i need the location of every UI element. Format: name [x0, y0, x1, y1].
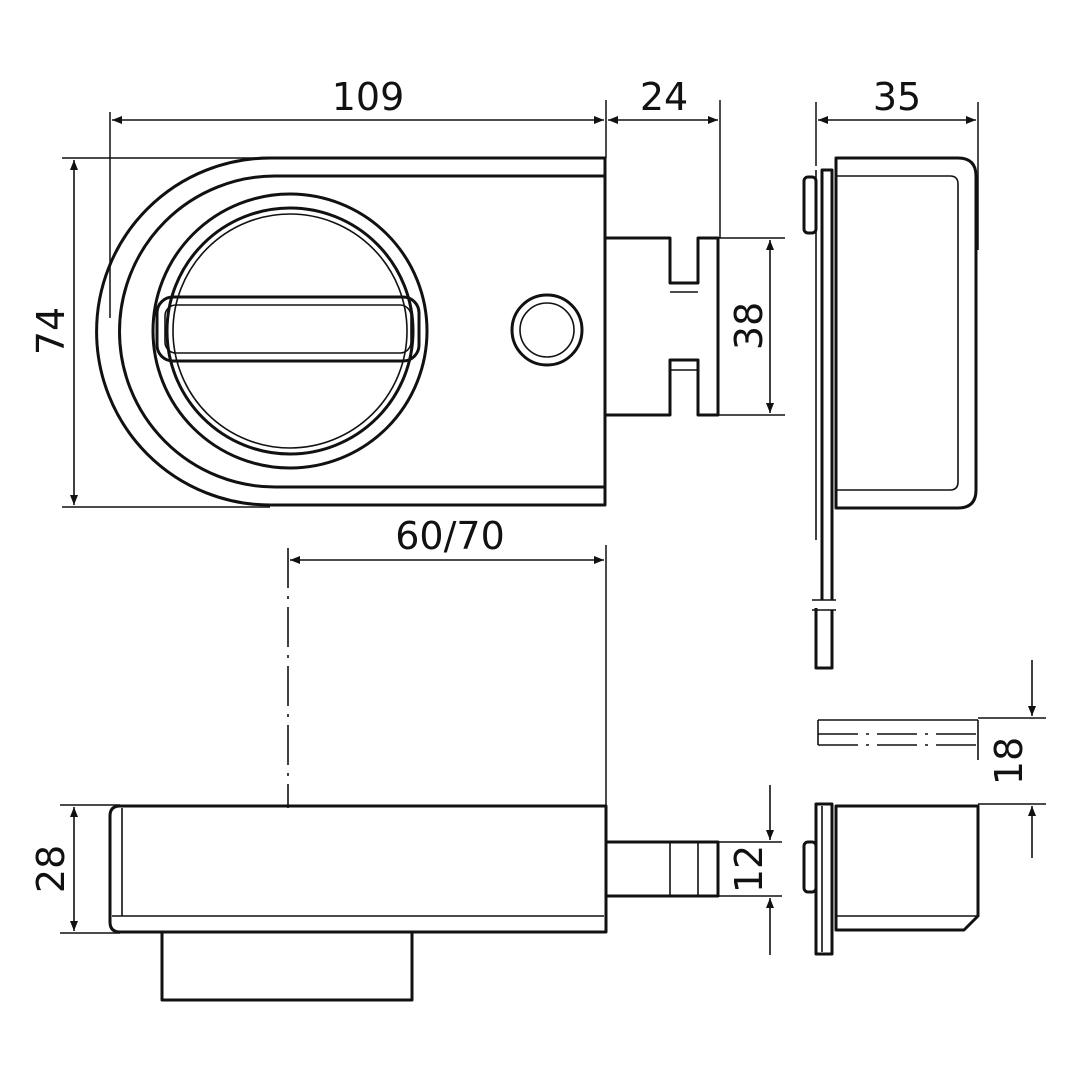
dimension-label-74: 74: [29, 307, 73, 355]
bolt-top-slot: [669, 842, 699, 896]
dimension-label-38: 38: [727, 302, 771, 350]
keeper-box-top: [834, 804, 980, 932]
dimension-label-35: 35: [873, 75, 921, 119]
lock-body-outline: [95, 156, 607, 507]
dimension-keeper-offset: 18: [978, 660, 1046, 858]
mounting-plate-lower: [814, 608, 834, 670]
dimension-height: 74: [29, 157, 270, 508]
keeper-housing-inner: [836, 175, 959, 491]
thumb-turn-handle-inner: [164, 304, 412, 354]
dimension-bolt-height: 38: [718, 237, 785, 416]
dimension-width: 109: [109, 75, 607, 318]
body-top-outline: [108, 804, 608, 934]
dimension-label-18: 18: [987, 737, 1031, 785]
dimension-bolt-throw: 24: [608, 75, 721, 238]
dimension-body-depth: 28: [29, 804, 120, 934]
dimension-label-12: 12: [727, 845, 771, 893]
dimension-keeper-depth: 35: [815, 75, 979, 250]
keeper-screw-head: [802, 840, 818, 894]
lock-body-bevel: [118, 174, 605, 489]
screw-head: [802, 175, 818, 235]
dimension-backset: 60/70: [290, 514, 604, 564]
bolt-top: [606, 840, 720, 898]
side-view: [802, 156, 978, 670]
dimension-label-24: 24: [640, 75, 688, 119]
dimension-bolt-thickness: 12: [718, 785, 782, 955]
thumb-turn-handle: [155, 295, 421, 363]
top-view: [108, 545, 720, 1002]
thumb-turn-ring-inner: [165, 206, 415, 456]
lock-button-outer: [510, 293, 584, 367]
dimension-label-109: 109: [332, 75, 405, 119]
thumb-turn-base: [172, 213, 408, 449]
thumb-turn-ring-outer: [151, 192, 429, 470]
front-view: [95, 156, 720, 507]
keeper-housing: [834, 156, 978, 510]
bolt: [605, 236, 720, 417]
keeper-top-view: [802, 719, 980, 956]
mounting-plate-upper: [820, 168, 834, 600]
cylinder-housing: [160, 932, 414, 1002]
dimension-label-28: 28: [29, 845, 73, 893]
lock-button-inner: [519, 302, 575, 358]
dimension-label-60-70: 60/70: [395, 514, 505, 558]
keeper-plate-top: [814, 802, 834, 956]
plate-break-lines: [812, 599, 836, 611]
